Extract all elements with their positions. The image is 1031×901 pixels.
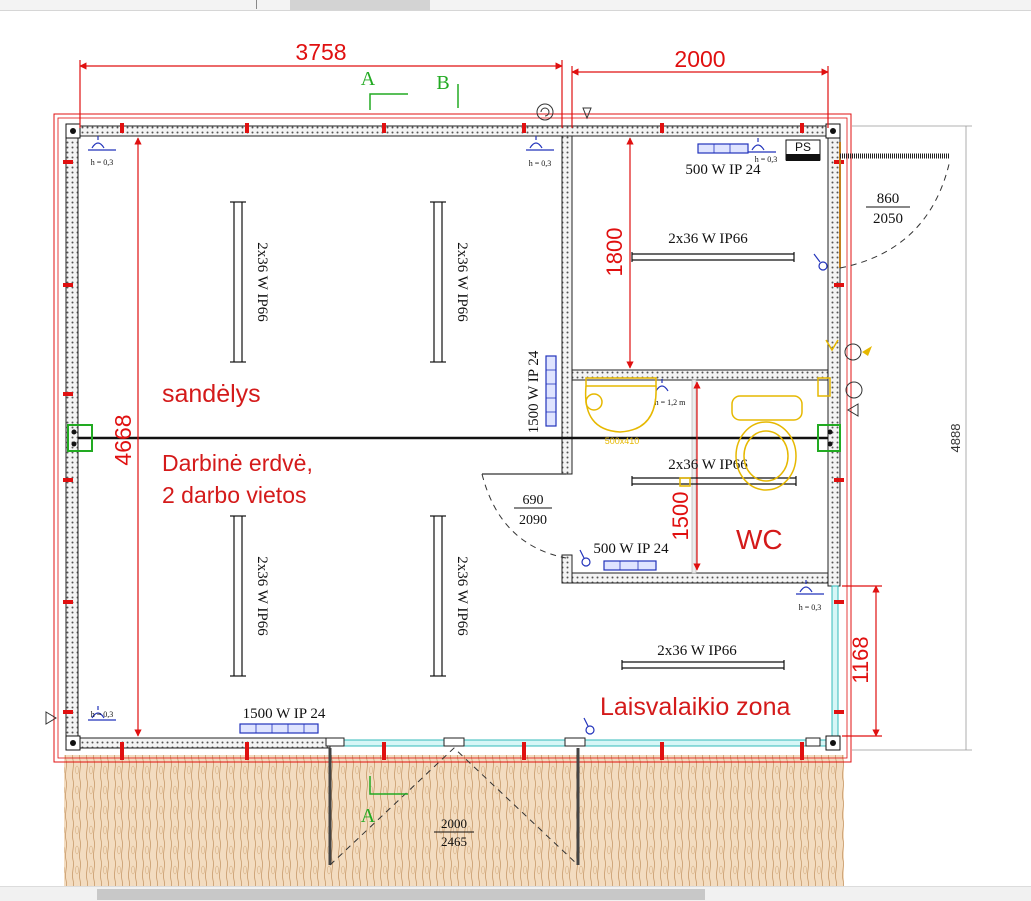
switch-icon [844,343,862,361]
partition-wc-top [571,369,829,381]
section-a-marker [369,93,408,110]
socket-height-label: h = 0,3 [91,158,114,167]
socket-height-label: h = 0,3 [799,603,822,612]
main-door-width: 2000 [441,816,467,831]
room-label-storage: sandėlys [162,380,261,408]
outer-boundary-inner [57,117,848,759]
anchor-marks [63,123,844,760]
dim-left-height: 4668 [110,414,136,465]
dim-top-left: 3758 [295,39,346,65]
socket-height-label-wc: h = 1,2 m [655,398,687,407]
light-label: 2x36 W IP66 [254,556,270,636]
joint-bracket-right [817,424,841,452]
switch-icon [536,103,554,121]
toilet-fixture [731,395,803,491]
room-label-wc: WC [736,524,783,555]
entry-door-swing [839,159,951,269]
room-label-work-line2: 2 darbo vietos [162,482,306,508]
marker-triangle-icon [847,403,859,417]
light-label: 2x36 W IP66 [454,242,470,322]
section-a-bottom-marker [369,776,408,795]
ps-label: PS [795,140,811,154]
scrollbar-thumb[interactable] [97,889,705,900]
room-label-lounge: Laisvalaikio zona [600,693,790,721]
socket-height-label: h = 0,3 [755,155,778,164]
marker-triangle-icon [45,711,57,725]
heater-icons [239,143,749,734]
light-label: 2x36 W IP66 [254,242,270,322]
socket-height-label: h = 0,3 [91,710,114,719]
light-label-lounge: 2x36 W IP66 [657,643,737,659]
joint-bracket-left [67,424,93,452]
inner-door-swing [481,473,567,559]
partition-vertical [561,135,573,475]
partition-stub [561,554,573,584]
light-label-wc-upper: 2x36 W IP66 [668,231,748,247]
heater-label-mid: 500 W IP 24 [593,541,669,557]
glazing-right [831,585,839,739]
arrow-icon [862,346,872,356]
wall-bottom-left [65,737,331,749]
heater-label-top: 500 W IP 24 [685,162,761,178]
wall-right [827,125,841,587]
terrace-decking [64,755,844,887]
dim-lower-right: 1168 [848,636,873,683]
inner-door-height: 2090 [519,513,547,528]
room-label-work-line1: Darbinė erdvė, [162,450,313,476]
switch-icon [845,381,863,399]
heater-label-vertical: 1500 W IP 24 [526,350,542,433]
section-a-bottom-label: A [361,805,376,827]
socket-height-label: h = 0,3 [529,159,552,168]
dim-right-total: 4888 [948,424,963,453]
dim-wc-mid: 1500 [668,492,693,541]
sink-fixture [584,377,657,433]
entry-door-width: 860 [877,191,900,207]
toolbar-separator [256,0,257,9]
section-b-label: B [436,72,449,94]
dim-top-right: 2000 [674,46,725,72]
partition-wc-bottom [561,572,829,584]
entry-door-height: 2050 [873,211,903,227]
heater-label-bottom: 1500 W IP 24 [243,706,326,722]
main-door-swing [329,747,579,866]
socket-icons [88,136,828,735]
outer-boundary [53,113,852,763]
section-a-label: A [361,68,376,90]
wc-sensor-icon [679,477,691,487]
top-toolbar [0,0,1031,11]
horizontal-scrollbar[interactable] [0,886,1031,901]
toolbar-tab[interactable] [290,0,430,10]
marker-triangle-icon [582,107,592,120]
wall-top [65,125,841,137]
water-heater-icon [817,339,839,397]
inner-door-width: 690 [523,493,544,508]
light-label-wc-mid: 2x36 W IP66 [668,457,748,473]
light-label: 2x36 W IP66 [454,556,470,636]
dim-wc-upper: 1800 [602,228,627,277]
partition-wc-inner [691,379,697,574]
sink-size-label: 500x410 [605,436,640,446]
main-door-height: 2465 [441,834,467,849]
